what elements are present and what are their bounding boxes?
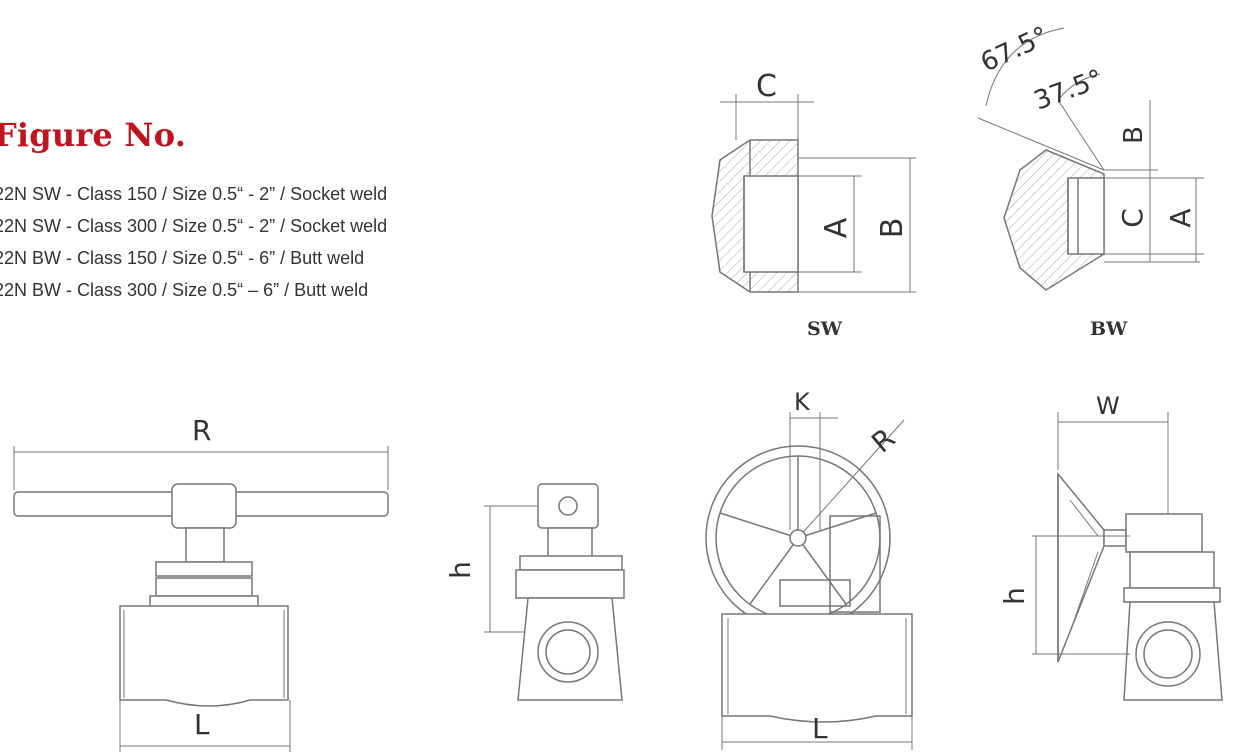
sw-c-label: C <box>756 69 777 104</box>
lever-side-h-label: h <box>444 561 477 579</box>
lever-front-r-label: R <box>192 414 211 447</box>
spec-item: 22N SW - Class 150 / Size 0.5“ - 2” / So… <box>0 184 388 204</box>
spec-item: 22N BW - Class 300 / Size 0.5“ – 6” / Bu… <box>0 280 369 300</box>
sw-a-label: A <box>819 217 854 238</box>
gear-side-h-label: h <box>998 587 1031 605</box>
figure-heading: Figure No. <box>0 116 187 154</box>
gear-front-k-label: K <box>794 388 811 416</box>
gear-valve-side-view <box>1032 412 1223 701</box>
bw-b-label: B <box>1119 126 1149 144</box>
spec-list: 22N SW - Class 150 / Size 0.5“ - 2” / So… <box>0 180 387 308</box>
gear-front-r-label: R <box>865 422 901 460</box>
gear-side-w-label: W <box>1096 392 1120 420</box>
gear-valve-front-view <box>705 412 913 750</box>
lever-valve-front-view <box>13 446 389 752</box>
spec-item: 22N BW - Class 150 / Size 0.5“ - 6” / Bu… <box>0 248 365 268</box>
bw-a-label: A <box>1164 208 1197 227</box>
gear-front-l-label: L <box>812 712 828 745</box>
bw-caption: BW <box>1090 318 1128 340</box>
bw-angle-inner-label: 37.5° <box>1030 64 1107 116</box>
lever-front-l-label: L <box>194 708 210 741</box>
sw-caption: SW <box>807 318 843 340</box>
bw-angle-outer-label: 67.5° <box>976 21 1053 78</box>
lever-valve-side-view <box>484 483 625 701</box>
sw-end-detail <box>711 94 916 293</box>
sw-b-label: B <box>875 218 910 239</box>
bw-c-label: C <box>1116 208 1149 228</box>
spec-item: 22N SW - Class 300 / Size 0.5“ - 2” / So… <box>0 216 388 236</box>
bw-end-detail <box>977 27 1204 291</box>
